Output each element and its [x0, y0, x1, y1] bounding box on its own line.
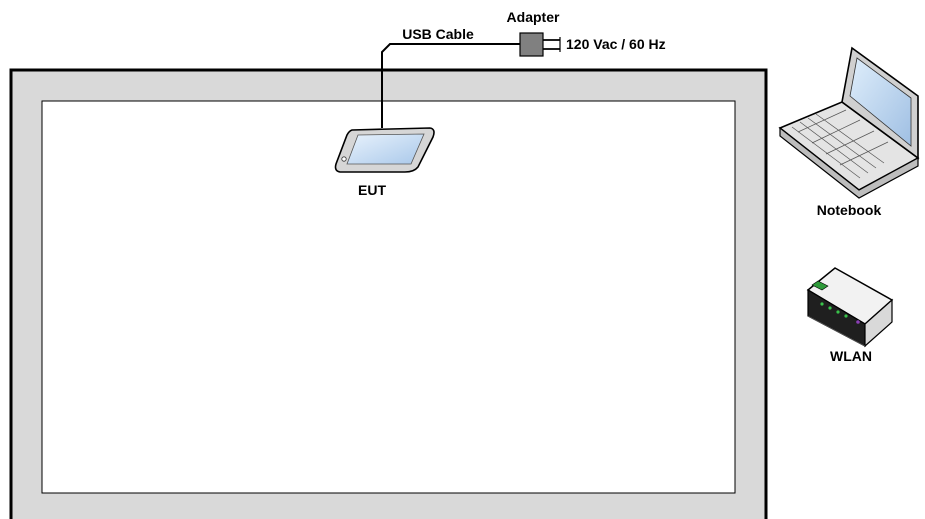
eut-tablet-icon: [336, 128, 435, 172]
eut-label: EUT: [358, 182, 386, 198]
power-supply-label: 120 Vac / 60 Hz: [566, 36, 666, 52]
notebook-label: Notebook: [817, 202, 882, 218]
notebook-laptop-icon: [780, 48, 918, 198]
usb-cable-label: USB Cable: [402, 26, 474, 42]
wlan-router-icon: [808, 268, 892, 346]
wlan-label: WLAN: [830, 348, 872, 364]
adapter-label: Adapter: [507, 9, 560, 25]
adapter-icon: [520, 33, 560, 56]
